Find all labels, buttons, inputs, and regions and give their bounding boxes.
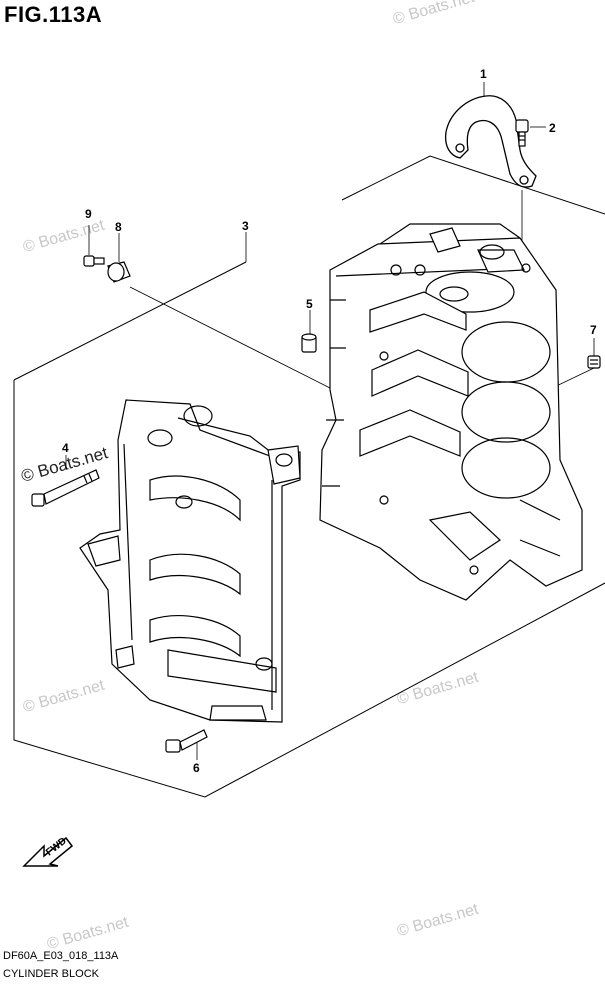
figure-title: FIG.113A bbox=[4, 2, 103, 27]
crankcase-half bbox=[79, 399, 301, 723]
callout-1[interactable]: 1 bbox=[480, 67, 487, 81]
callout-2[interactable]: 2 bbox=[549, 121, 556, 135]
part-6-bolt bbox=[165, 729, 208, 753]
callout-7[interactable]: 7 bbox=[590, 323, 597, 337]
fwd-arrow: FWD bbox=[22, 836, 74, 867]
callout-5[interactable]: 5 bbox=[306, 297, 313, 311]
callout-4[interactable]: 4 bbox=[62, 441, 69, 455]
figure-code: DF60A_E03_018_113A bbox=[3, 950, 119, 962]
part-9-bolt bbox=[83, 255, 105, 267]
callout-3[interactable]: 3 bbox=[242, 219, 249, 233]
callout-8[interactable]: 8 bbox=[115, 220, 122, 234]
part-5-dowel-pin bbox=[301, 333, 317, 353]
part-8-bushing bbox=[107, 261, 131, 283]
callout-6[interactable]: 6 bbox=[193, 761, 200, 775]
figure-name: CYLINDER BLOCK bbox=[3, 968, 99, 980]
frame-outline bbox=[13, 155, 605, 798]
part-7-plug bbox=[587, 355, 601, 369]
callout-9[interactable]: 9 bbox=[85, 207, 92, 221]
part-3-cylinder-block bbox=[319, 223, 583, 601]
part-2-bolt bbox=[515, 119, 529, 147]
leader-lines bbox=[65, 82, 595, 760]
part-4-long-bolt bbox=[31, 469, 100, 507]
part-1-bracket bbox=[444, 95, 537, 188]
